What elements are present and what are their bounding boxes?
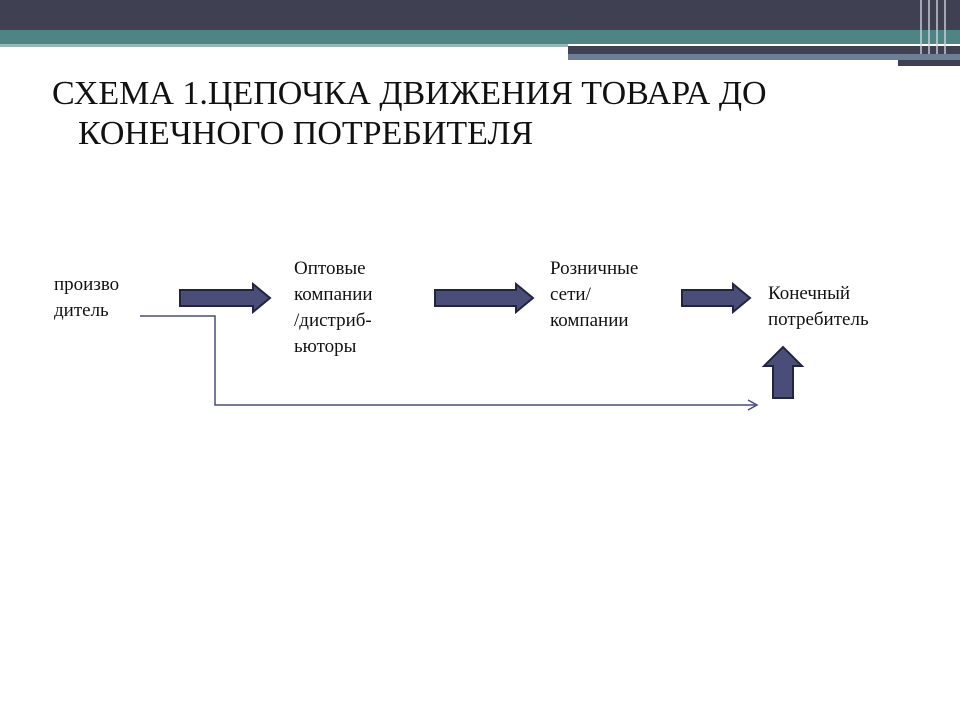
- node-consumer: Конечный потребитель: [768, 281, 869, 333]
- node-consumer-line: Конечный: [768, 283, 851, 304]
- arrow-producer-to-wholesale: [179, 281, 272, 315]
- node-producer-line: дитель: [54, 300, 109, 321]
- node-retail-line: Розничные: [550, 258, 639, 279]
- node-wholesale: Оптовые компании /дистриб- ьюторы: [294, 256, 373, 360]
- arrow-up-to-consumer: [761, 345, 805, 399]
- slide-title-line-2: КОНЕЧНОГО ПОТРЕБИТЕЛЯ: [78, 115, 534, 152]
- arrow-retail-to-consumer: [681, 281, 752, 315]
- node-consumer-line: потребитель: [768, 309, 869, 330]
- node-retail-line: компании: [550, 310, 629, 331]
- node-producer: произво дитель: [54, 272, 119, 324]
- node-wholesale-line: Оптовые: [294, 258, 366, 279]
- node-wholesale-line: /дистриб-: [294, 310, 372, 331]
- slide-title-line-1: СХЕМА 1.ЦЕПОЧКА ДВИЖЕНИЯ ТОВАРА ДО: [52, 75, 767, 112]
- node-retail-line: сети/: [550, 284, 591, 305]
- node-wholesale-line: ьюторы: [294, 336, 357, 357]
- arrow-wholesale-to-retail: [434, 281, 535, 315]
- slide-title: СХЕМА 1.ЦЕПОЧКА ДВИЖЕНИЯ ТОВАРА ДО КОНЕЧ…: [52, 74, 912, 154]
- node-retail: Розничные сети/ компании: [550, 256, 638, 334]
- direct-connector-line: [140, 315, 759, 411]
- header-banner: [0, 0, 960, 66]
- node-wholesale-line: компании: [294, 284, 373, 305]
- node-producer-line: произво: [54, 274, 120, 295]
